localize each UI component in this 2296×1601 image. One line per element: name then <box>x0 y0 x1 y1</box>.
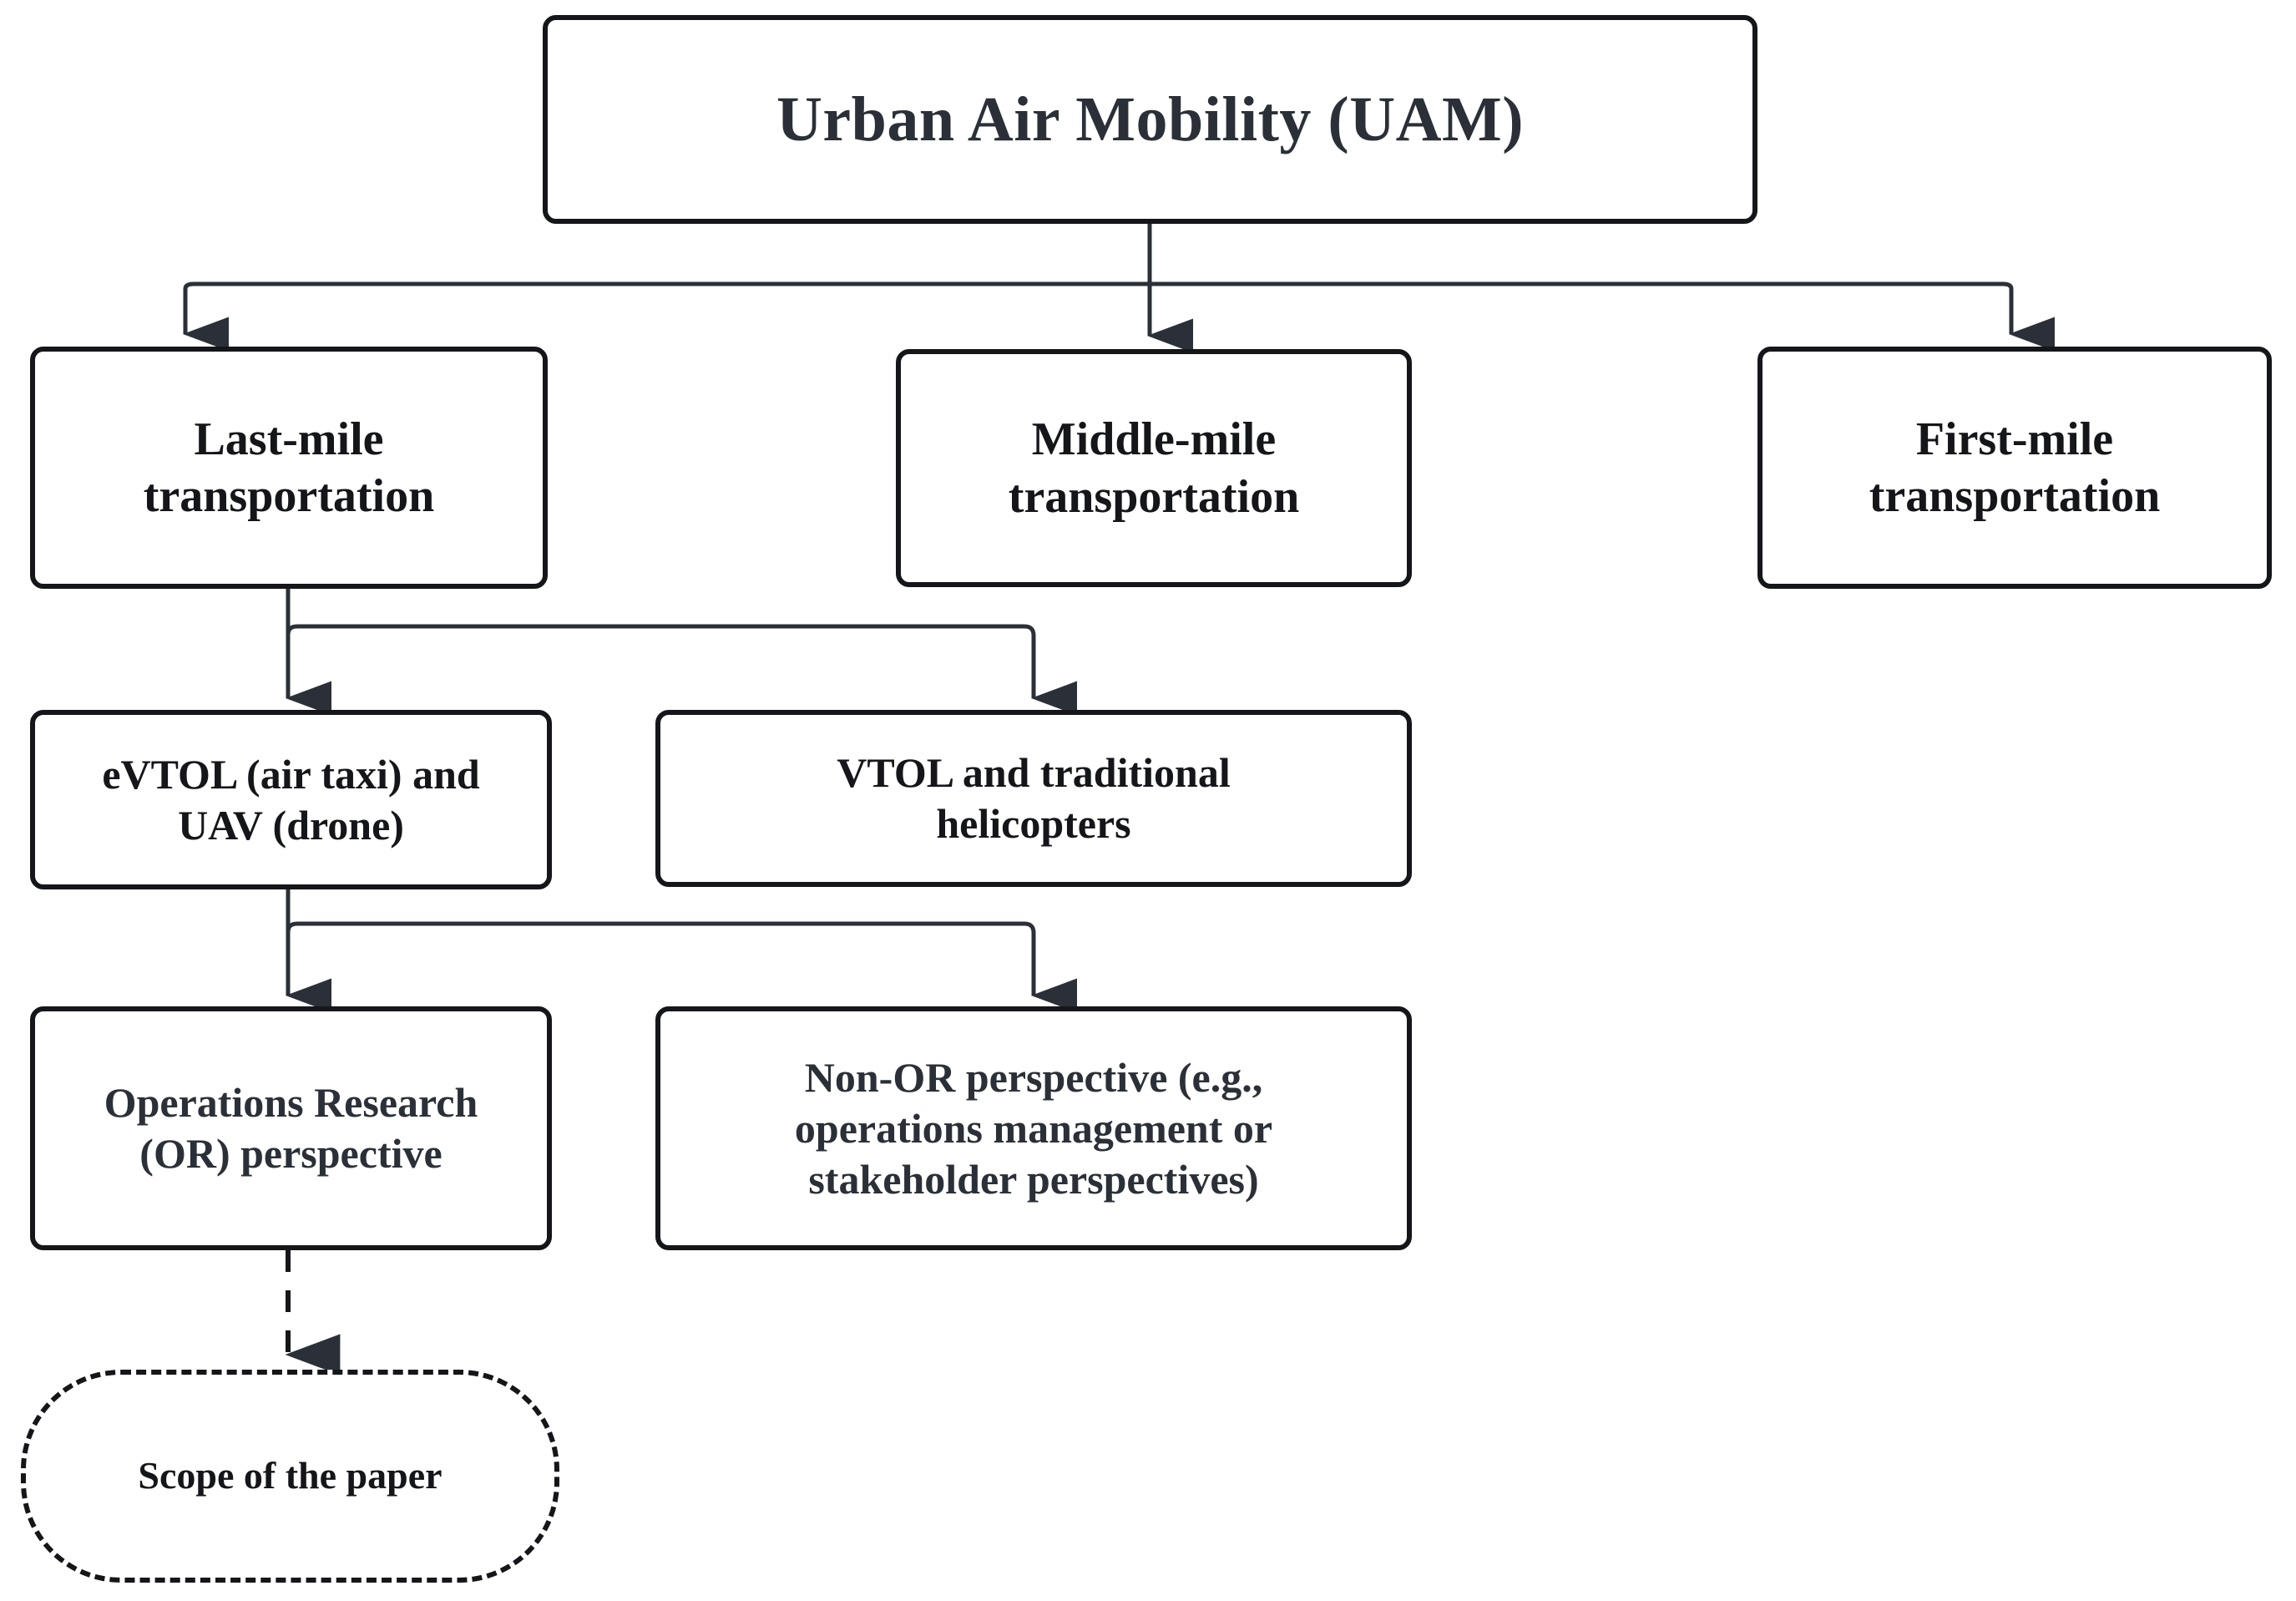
node-urban-air-mobility[interactable]: Urban Air Mobility (UAM) <box>543 15 1757 224</box>
node-label-or: Operations Research (OR) perspective <box>104 1079 478 1177</box>
node-vtol-and-helicopters[interactable]: VTOL and traditional helicopters <box>655 710 1412 887</box>
node-label-scope: Scope of the paper <box>138 1454 443 1497</box>
node-label-evtol: eVTOL (air taxi) and UAV (drone) <box>102 750 480 849</box>
node-first-mile-transportation[interactable]: First-mile transportation <box>1757 347 2272 589</box>
node-last-mile-transportation[interactable]: Last-mile transportation <box>30 347 548 589</box>
node-label-first-mile: First-mile transportation <box>1869 413 2161 522</box>
edge-root-to-level2 <box>182 224 2055 353</box>
node-non-or-perspective[interactable]: Non-OR perspective (e.g., operations man… <box>655 1006 1412 1250</box>
node-label-middle-mile: Middle-mile transportation <box>1008 413 1300 523</box>
edge-evtol-to-level4 <box>285 889 1077 1013</box>
node-scope-of-the-paper[interactable]: Scope of the paper <box>21 1370 559 1583</box>
node-label-vtol: VTOL and traditional helicopters <box>837 749 1231 847</box>
node-label-non-or: Non-OR perspective (e.g., operations man… <box>794 1053 1273 1203</box>
node-label-last-mile: Last-mile transportation <box>143 413 435 522</box>
node-evtol-and-uav[interactable]: eVTOL (air taxi) and UAV (drone) <box>30 710 552 889</box>
node-middle-mile-transportation[interactable]: Middle-mile transportation <box>896 349 1412 587</box>
node-label-root: Urban Air Mobility (UAM) <box>776 84 1525 155</box>
node-operations-research-perspective[interactable]: Operations Research (OR) perspective <box>30 1006 552 1250</box>
edge-lastmile-to-level3 <box>285 589 1077 716</box>
